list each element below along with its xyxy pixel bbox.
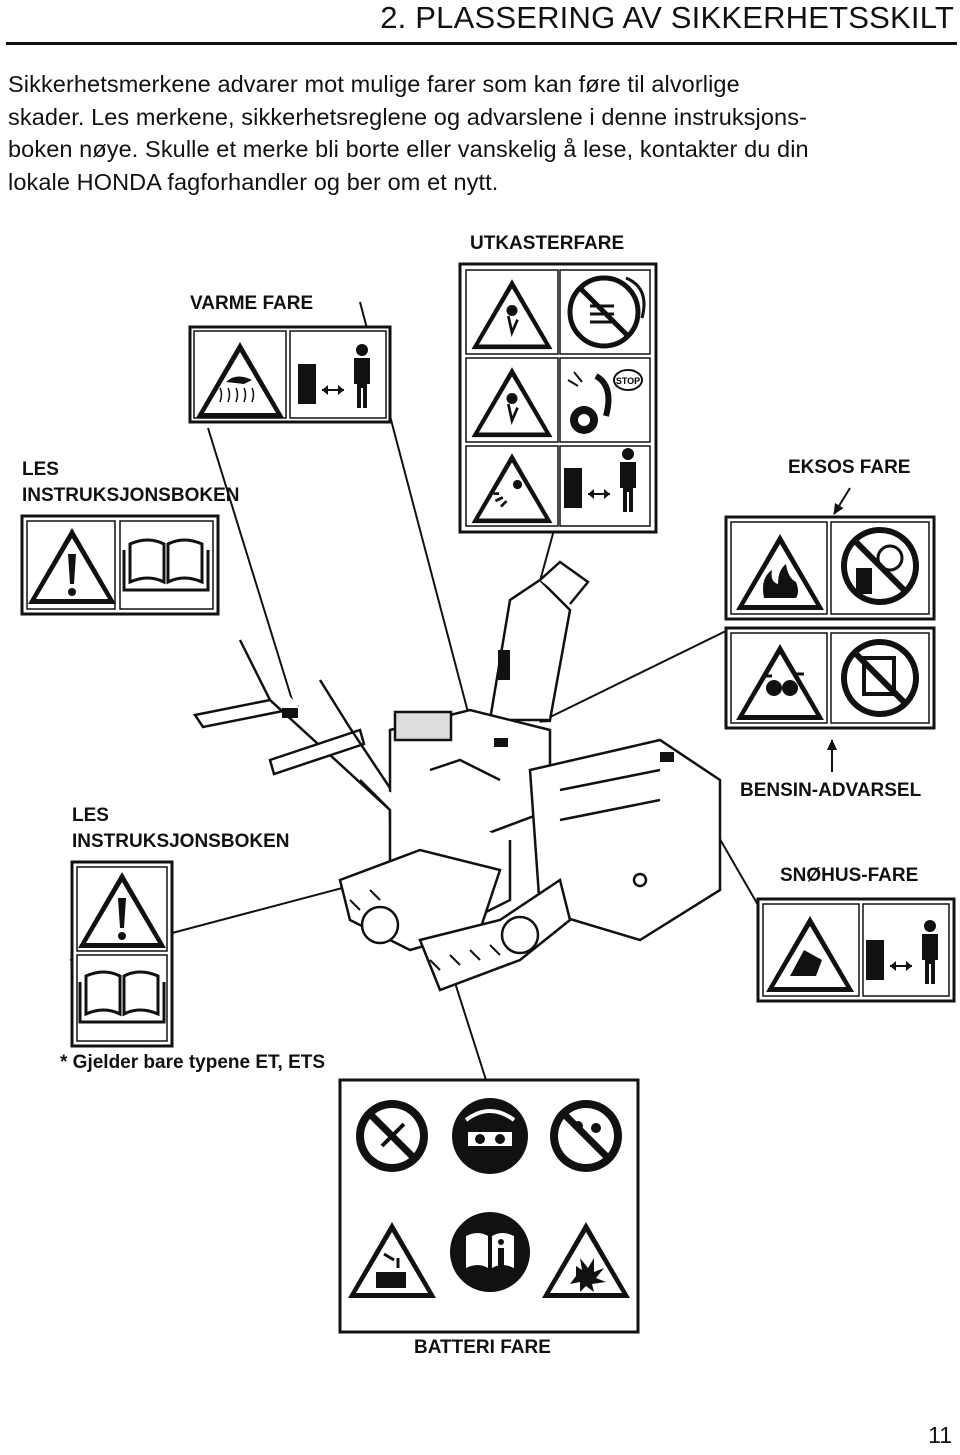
intro-line: lokale HONDA fagforhandler og ber om et … [8, 168, 499, 195]
hand-impeller-warning-icon [471, 367, 553, 438]
intro-line: skader. Les merkene, sikkerhetsreglene o… [8, 103, 807, 130]
leader-varme [207, 427, 299, 717]
intro-line: boken nøye. Skulle et merke bli borte el… [8, 136, 809, 162]
no-children-icon [550, 1100, 622, 1172]
label-varme-fare: VARME FARE [190, 293, 314, 314]
label-batteri-fare: BATTERI FARE [414, 1337, 551, 1358]
varme-fare-decal [188, 325, 392, 424]
snohus-fare-decal [756, 897, 956, 1003]
label-les-instruksjonsboken-1-b: INSTRUKSJONSBOKEN [22, 485, 240, 506]
read-manual-icon [450, 1212, 530, 1292]
exhaust-poison-icon [736, 644, 824, 720]
intro-line: Sikkerhetsmerkene advarer mot mulige far… [8, 71, 740, 97]
batteri-fare-decal [338, 1078, 640, 1334]
hand-burn-icon [196, 342, 284, 418]
footnote: * Gjelder bare typene ET, ETS [60, 1052, 326, 1073]
leader-eksos [833, 487, 851, 515]
label-les-instruksjonsboken-2-b: INSTRUKSJONSBOKEN [72, 831, 290, 852]
utkasterfare-decal: STOP [458, 262, 658, 534]
page-number: 11 [928, 1422, 952, 1448]
page-title: 2. PLASSERING AV SIKKERHETSSKILT [380, 0, 954, 35]
leader-eksos-body [539, 627, 733, 723]
label-les-instruksjonsboken-1-a: LES [22, 459, 59, 480]
label-les-instruksjonsboken-2-a: LES [72, 805, 109, 826]
les-instruksjonsboken-decal-2 [70, 860, 174, 1048]
goggles-icon [452, 1098, 528, 1174]
projectile-icon [471, 453, 553, 524]
warning-triangle-icon [78, 872, 166, 948]
header-divider [6, 42, 957, 45]
explosion-icon [542, 1222, 630, 1298]
label-bensin-advarsel: BENSIN-ADVARSEL [740, 780, 922, 801]
label-snohus-fare: SNØHUS-FARE [780, 865, 919, 886]
intro-paragraph: Sikkerhetsmerkene advarer mot mulige far… [8, 68, 956, 198]
stop-engine-icon [567, 369, 643, 434]
les-instruksjonsboken-decal-1 [20, 514, 220, 616]
label-utkasterfare: UTKASTERFARE [470, 233, 625, 254]
eksos-bensin-decal [724, 515, 936, 730]
snowblower-illustration [192, 560, 722, 992]
label-eksos-fare: EKSOS FARE [788, 457, 911, 478]
stop-text: STOP [616, 376, 640, 386]
hand-auger-warning-icon [471, 279, 553, 350]
warning-triangle-icon [28, 528, 116, 604]
no-hand-rotor-icon [567, 275, 646, 349]
no-open-fuel-icon [841, 527, 919, 605]
acid-icon [348, 1222, 436, 1298]
no-fuel-indoors-icon [841, 639, 919, 717]
no-smoking-icon [356, 1100, 428, 1172]
fire-icon [736, 534, 824, 610]
snow-housing-warning-icon [766, 916, 854, 992]
